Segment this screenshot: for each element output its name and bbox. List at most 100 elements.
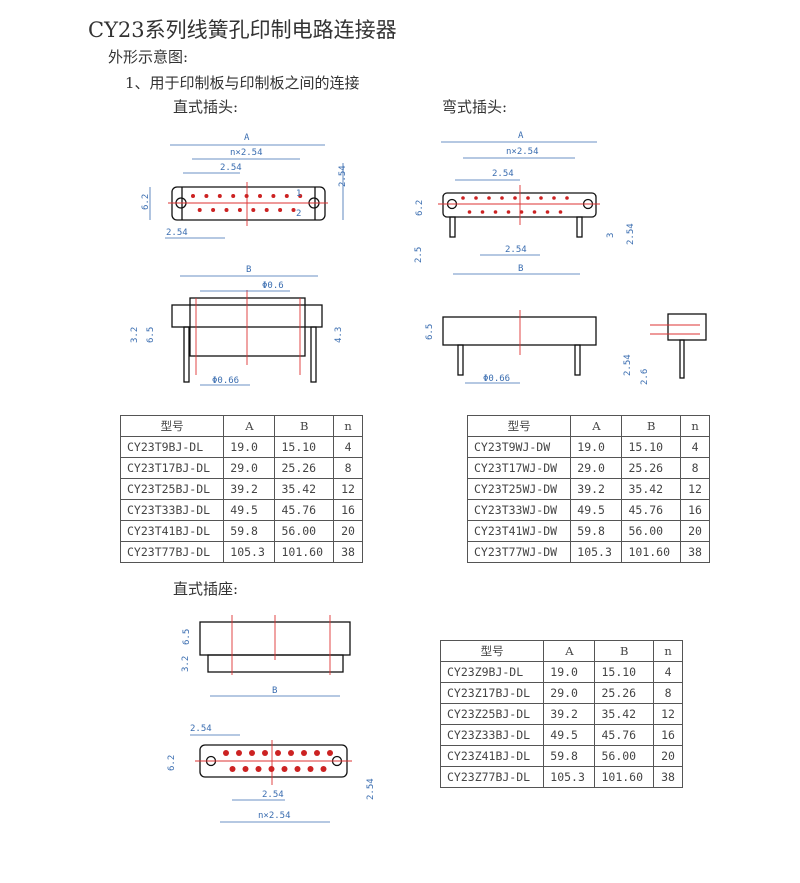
a-cell: 29.0 (223, 457, 276, 479)
a-cell: 59.8 (543, 745, 596, 767)
b-cell: 45.76 (274, 499, 335, 521)
contact-pin (229, 766, 236, 772)
dim-a-2: A (518, 131, 524, 141)
contact-pin (480, 210, 485, 214)
contact-pin (294, 766, 301, 772)
col-model: 型号 (439, 640, 545, 662)
model-cell: CY23Z41BJ-DL (439, 745, 545, 767)
dim-h43: 4.3 (334, 327, 344, 343)
model-cell: CY23T77WJ-DW (466, 541, 572, 563)
a-cell: 105.3 (543, 766, 596, 788)
col-a: A (543, 640, 596, 662)
dim-h254-3: 2.54 (366, 778, 376, 800)
b-cell: 45.76 (594, 724, 655, 746)
contact-pin (298, 194, 303, 198)
model-cell: CY23T17BJ-DL (119, 457, 225, 479)
b-cell: 56.00 (274, 520, 335, 542)
dim-h32: 3.2 (130, 327, 140, 343)
contact-pin (249, 750, 255, 756)
contact-pin (217, 194, 222, 198)
contact-pin (204, 194, 209, 198)
col-a: A (570, 415, 623, 437)
model-cell: CY23T25WJ-DW (466, 478, 572, 500)
angle-plug-label: 弯式插头: (442, 98, 508, 116)
contact-pin (291, 208, 296, 212)
dim-pitch-v: 2.54 (338, 165, 348, 187)
b-cell: 35.42 (594, 703, 655, 725)
contact-pin (258, 194, 262, 198)
a-cell: 49.5 (223, 499, 276, 521)
n-cell: 16 (680, 499, 710, 521)
b-cell: 25.26 (621, 457, 682, 479)
b-cell: 101.60 (594, 766, 655, 788)
dim-pitch-5: 2.54 (262, 790, 284, 800)
dim-h62-3: 6.2 (167, 755, 177, 771)
b-cell: 45.76 (621, 499, 682, 521)
contact-pin (197, 208, 202, 212)
a-cell: 105.3 (223, 541, 276, 563)
contact-pin (539, 196, 543, 200)
n-cell: 4 (653, 661, 683, 683)
col-b: B (594, 640, 655, 662)
dim-pitch-bottom: 2.54 (166, 228, 188, 238)
angle-plug-side-view: Φ0.66 6.5 2.54 2.6 (425, 310, 707, 385)
contact-pin (231, 194, 236, 198)
b-cell: 25.26 (594, 682, 655, 704)
col-n: n (333, 415, 363, 437)
b-cell: 35.42 (621, 478, 682, 500)
contact-pin (278, 208, 283, 212)
page-title: CY23系列线簧孔印制电路连接器 (88, 18, 397, 42)
model-cell: CY23Z9BJ-DL (439, 661, 545, 683)
dim-h65-3: 6.5 (182, 629, 192, 645)
model-cell: CY23T17WJ-DW (466, 457, 572, 479)
straight-socket-label: 直式插座: (173, 580, 239, 598)
dim-pitch: 2.54 (220, 163, 242, 173)
n-cell: 38 (333, 541, 363, 563)
model-cell: CY23Z33BJ-DL (439, 724, 545, 746)
b-cell: 15.10 (594, 661, 655, 683)
contact-pin (565, 196, 569, 200)
n-cell: 20 (680, 520, 710, 542)
n-cell: 16 (333, 499, 363, 521)
a-cell: 29.0 (543, 682, 596, 704)
contact-pin (224, 208, 229, 212)
n-cell: 38 (680, 541, 710, 563)
dim-n254-2: n×2.54 (506, 147, 539, 157)
dim-h32-2: 3.2 (181, 656, 191, 672)
contact-pin (284, 194, 289, 198)
contact-pin (474, 196, 478, 200)
n-cell: 8 (680, 457, 710, 479)
contact-pin (500, 196, 504, 200)
contact-pin (519, 210, 524, 214)
n-cell: 4 (680, 436, 710, 458)
contact-pin (236, 750, 242, 756)
contact-pin (244, 194, 249, 198)
col-n: n (653, 640, 683, 662)
dim-h25: 2.5 (414, 247, 424, 263)
dim-h65: 6.5 (146, 327, 156, 343)
a-cell: 39.2 (223, 478, 276, 500)
contact-pin (552, 196, 556, 200)
contact-pin (271, 194, 276, 198)
model-cell: CY23Z17BJ-DL (439, 682, 545, 704)
contact-pin (493, 210, 498, 214)
a-cell: 29.0 (570, 457, 623, 479)
model-cell: CY23T25BJ-DL (119, 478, 225, 500)
b-cell: 15.10 (274, 436, 335, 458)
dim-h254-2: 2.54 (623, 354, 633, 376)
contact-pin (314, 750, 320, 756)
n-cell: 12 (333, 478, 363, 500)
contact-pin (532, 210, 537, 214)
n-cell: 4 (333, 436, 363, 458)
col-a: A (223, 415, 276, 437)
contact-pin (513, 196, 517, 200)
